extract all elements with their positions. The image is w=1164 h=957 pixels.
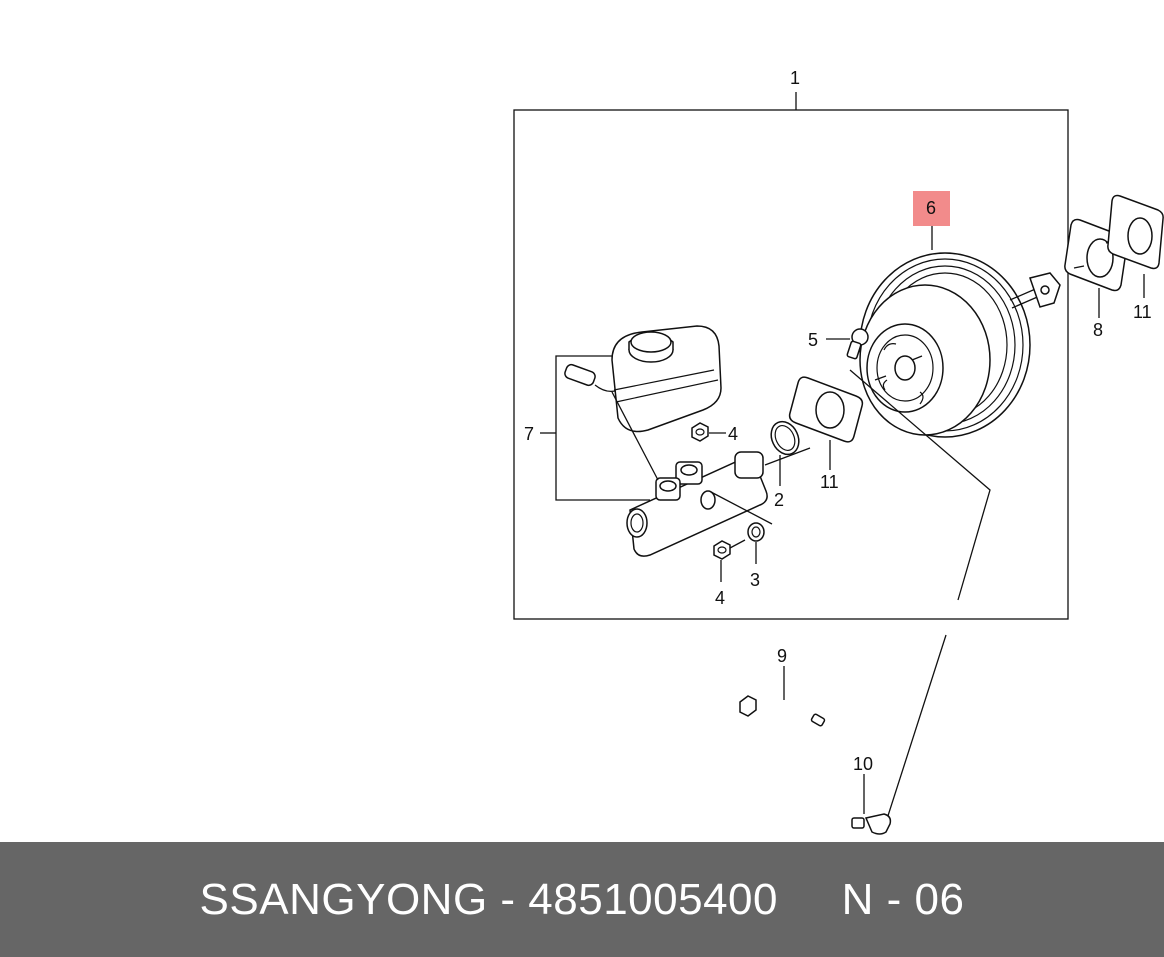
gasket-11-inner	[788, 376, 864, 443]
parts-diagram: 1 6 5 11 2	[513, 68, 1164, 835]
footer-part-number: 4851005400	[528, 874, 778, 924]
vacuum-hose-9	[739, 695, 892, 835]
footer-gap	[778, 875, 842, 925]
callout-6: 6	[926, 198, 936, 218]
callout-4-lower: 4	[715, 588, 725, 608]
footer-brand: SSANGYONG	[199, 874, 488, 924]
o-ring-2	[770, 420, 800, 456]
callout-3: 3	[750, 570, 760, 590]
brake-fluid-reservoir	[564, 325, 722, 433]
footer-ref: N - 06	[841, 874, 965, 924]
callout-5: 5	[808, 330, 818, 350]
footer-separator: -	[487, 874, 529, 924]
footer-bar: SSANGYONG - 4851005400 N - 06	[0, 842, 1164, 957]
callout-4-upper: 4	[728, 424, 738, 444]
callout-6-highlight	[913, 191, 950, 226]
washer-3	[747, 522, 765, 542]
callout-11-outer: 11	[1133, 302, 1152, 322]
assembly-frame	[513, 109, 1069, 620]
callout-1: 1	[790, 68, 800, 88]
callout-9: 9	[777, 646, 787, 666]
master-cylinder	[626, 447, 811, 557]
brake-booster	[846, 252, 1061, 438]
callout-11-inner: 11	[820, 472, 839, 492]
callout-2: 2	[774, 490, 784, 510]
nut-4-upper	[691, 422, 709, 442]
nut-4-lower	[713, 540, 731, 560]
callout-7: 7	[524, 424, 534, 444]
callout-10: 10	[853, 754, 873, 774]
gasket-11-outer	[1107, 194, 1164, 270]
callout-8: 8	[1093, 320, 1103, 340]
